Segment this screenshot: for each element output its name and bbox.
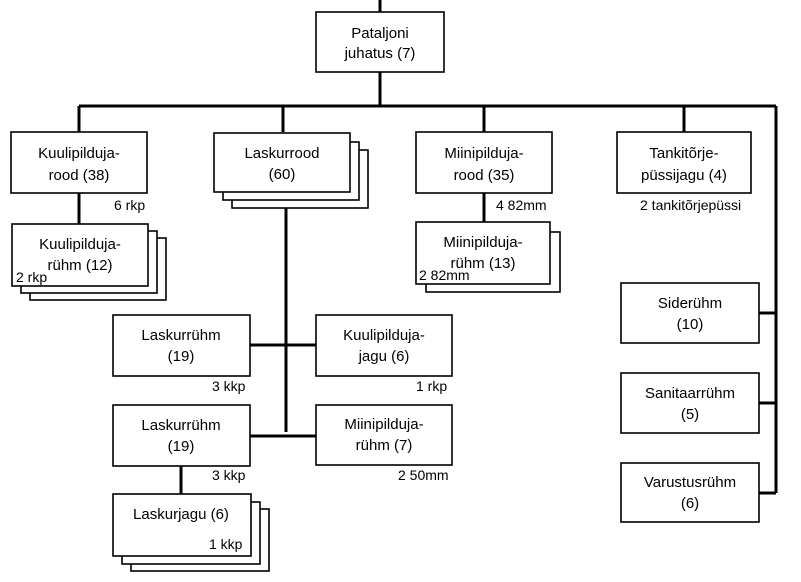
label-mg-company-2: rood (38) <box>49 167 110 184</box>
label-at-squad-1: Tankitõrje- <box>649 145 718 162</box>
note-rifle-squad: 1 kkp <box>209 536 243 552</box>
box-at-squad <box>616 131 752 194</box>
label-rifle-platoon-1-1: Laskurrühm <box>141 327 220 344</box>
box-mortar-company <box>415 131 553 194</box>
label-mg-company-1: Kuulipilduja- <box>38 145 120 162</box>
box-rifle-platoon-1 <box>112 314 251 377</box>
label-mortar-platoon-small-2: rühm (7) <box>356 437 413 454</box>
note-mg-company: 6 rkp <box>114 197 145 213</box>
box-rifle-platoon-2 <box>112 404 251 467</box>
box-supply-platoon <box>620 462 760 523</box>
connectors <box>77 0 778 495</box>
box-mg-squad <box>315 314 453 377</box>
label-mortar-platoon-2: rühm (13) <box>450 255 515 272</box>
label-mg-platoon-2: rühm (12) <box>47 257 112 274</box>
label-mortar-company-1: Miinipilduja- <box>444 145 523 162</box>
label-signal-2: (10) <box>677 316 704 333</box>
label-mg-platoon-1: Kuulipilduja- <box>39 236 121 253</box>
box-rifle-company <box>213 132 351 193</box>
note-at-squad: 2 tankitõrjepüssi <box>640 197 741 213</box>
box-rifle-squad <box>112 493 252 557</box>
note-mortar-company: 4 82mm <box>496 197 547 213</box>
box-signal-platoon <box>620 282 760 344</box>
label-mortar-company-2: rood (35) <box>454 167 515 184</box>
box-mg-company <box>10 131 148 194</box>
label-mg-squad-1: Kuulipilduja- <box>343 327 425 344</box>
note-mortar-platoon: 2 82mm <box>419 267 470 283</box>
box-mg-platoon <box>11 223 149 287</box>
label-rifle-company-2: (60) <box>269 166 296 183</box>
label-rifle-platoon-1-2: (19) <box>168 348 195 365</box>
label-mortar-platoon-small-1: Miinipilduja- <box>344 416 423 433</box>
label-medical-1: Sanitaarrühm <box>645 385 735 402</box>
note-mg-platoon: 2 rkp <box>16 269 47 285</box>
label-hq-1: Pataljoni <box>351 25 409 42</box>
label-mg-squad-2: jagu (6) <box>358 348 410 365</box>
box-mortar-platoon-small <box>315 404 453 466</box>
note-rifle-platoon-1: 3 kkp <box>212 378 246 394</box>
box-mortar-platoon <box>415 221 551 285</box>
label-rifle-platoon-2-1: Laskurrühm <box>141 417 220 434</box>
label-at-squad-2: püssijagu (4) <box>641 167 727 184</box>
label-supply-1: Varustusrühm <box>644 474 736 491</box>
label-supply-2: (6) <box>681 495 699 512</box>
note-mg-squad: 1 rkp <box>416 378 447 394</box>
label-rifle-company-1: Laskurrood <box>244 145 319 162</box>
label-rifle-platoon-2-2: (19) <box>168 438 195 455</box>
label-signal-1: Siderühm <box>658 295 722 312</box>
label-medical-2: (5) <box>681 406 699 423</box>
label-hq-2: juhatus (7) <box>344 45 416 62</box>
note-mortar-platoon-small: 2 50mm <box>398 467 449 483</box>
stacked-layers <box>20 141 561 572</box>
note-rifle-platoon-2: 3 kkp <box>212 467 246 483</box>
label-mortar-platoon-1: Miinipilduja- <box>443 234 522 251</box>
box-hq <box>315 11 445 73</box>
label-rifle-squad: Laskurjagu (6) <box>133 506 229 523</box>
box-medical-platoon <box>620 372 760 434</box>
